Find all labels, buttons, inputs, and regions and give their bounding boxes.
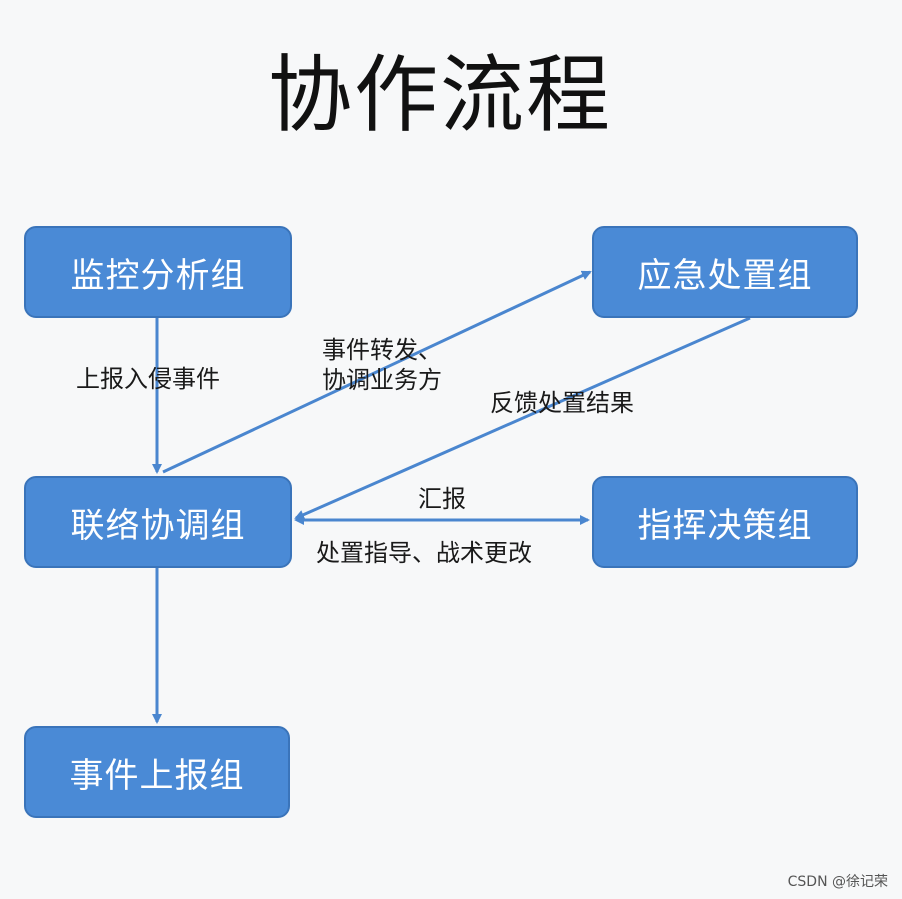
arrow-liaison-to-emergency (162, 270, 592, 474)
node-command-decision: 指挥决策组 (592, 476, 858, 568)
page-title: 协作流程 (267, 46, 612, 144)
label-report-intrusion: 上报入侵事件 (76, 365, 220, 393)
label-forward-line2: 协调业务方 (322, 366, 442, 394)
node-liaison-coordination: 联络协调组 (24, 476, 292, 568)
arrow-emergency-to-liaison (294, 316, 751, 520)
node-event-report: 事件上报组 (24, 726, 290, 818)
node-emergency-response: 应急处置组 (592, 226, 858, 318)
watermark: CSDN @徐记荣 (787, 874, 888, 890)
arrowhead-command-to-liaison (294, 515, 304, 525)
label-forward-line1: 事件转发、 (322, 336, 442, 364)
label-forward-coordinate: 事件转发、 协调业务方 (322, 335, 442, 395)
label-feedback-result: 反馈处置结果 (490, 389, 634, 417)
label-guidance-tactics: 处置指导、战术更改 (316, 539, 532, 567)
node-monitor-analysis: 监控分析组 (24, 226, 292, 318)
label-report: 汇报 (418, 485, 466, 513)
